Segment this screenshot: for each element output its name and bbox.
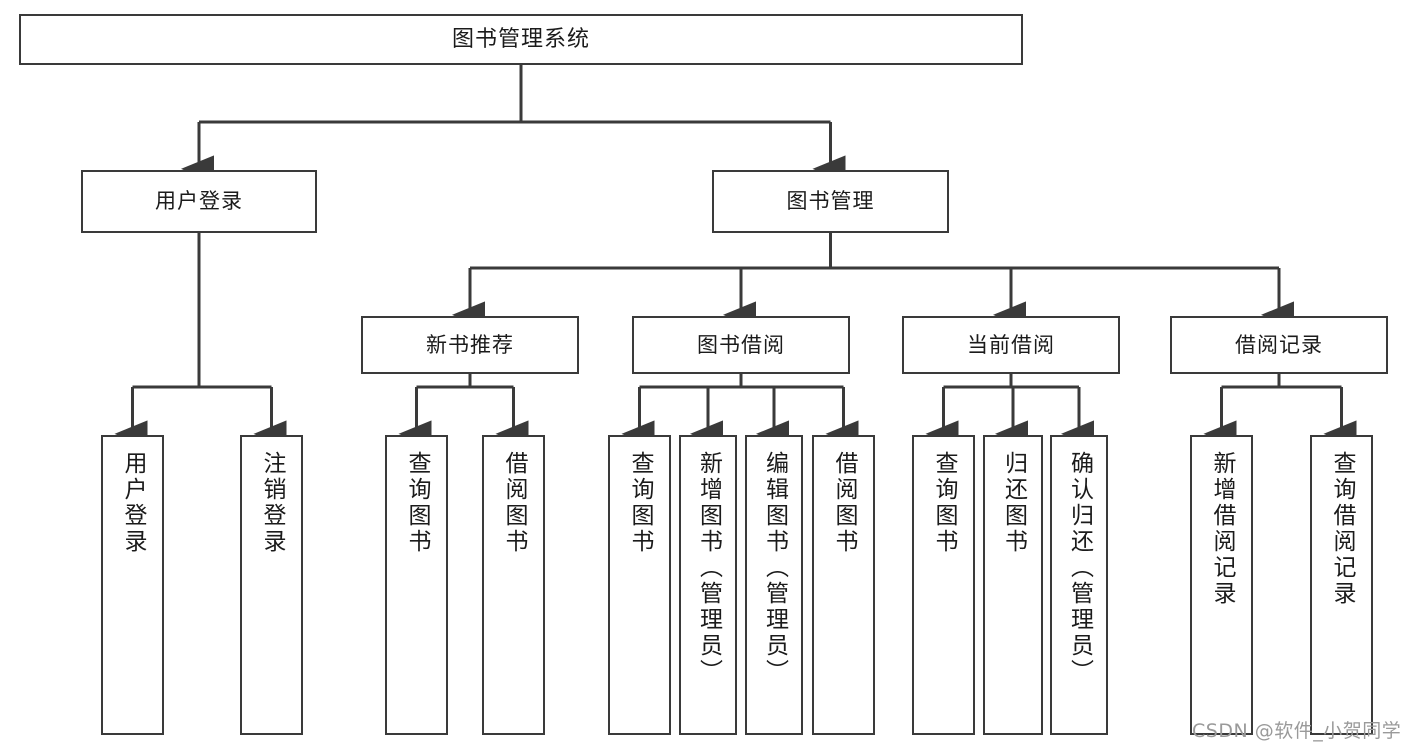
leaf-query-book-borrow[interactable]: 查询图书 <box>608 435 671 735</box>
leaf-add-book-admin[interactable]: 新增图书（管理员） <box>679 435 737 735</box>
node-current-borrow[interactable]: 当前借阅 <box>902 316 1120 374</box>
leaf-add-borrow-record[interactable]: 新增借阅记录 <box>1190 435 1253 735</box>
node-label: 归还图书 <box>1000 451 1027 555</box>
node-label: 确认归还（管理员） <box>1066 451 1093 685</box>
node-label: 新增图书（管理员） <box>695 451 722 685</box>
node-label: 新书推荐 <box>426 332 514 357</box>
node-root[interactable]: 图书管理系统 <box>19 14 1023 65</box>
node-label: 编辑图书（管理员） <box>761 451 788 685</box>
node-label: 用户登录 <box>120 451 146 555</box>
node-label: 用户登录 <box>155 189 243 214</box>
leaf-return-book[interactable]: 归还图书 <box>983 435 1043 735</box>
node-label: 借阅记录 <box>1235 332 1323 357</box>
node-label: 注销登录 <box>259 451 285 555</box>
leaf-edit-book-admin[interactable]: 编辑图书（管理员） <box>745 435 803 735</box>
node-label: 图书管理 <box>786 189 875 214</box>
node-label: 借阅图书 <box>501 451 527 555</box>
node-label: 查询图书 <box>627 451 653 555</box>
node-label: 新增借阅记录 <box>1209 451 1235 607</box>
leaf-query-borrow-record[interactable]: 查询借阅记录 <box>1310 435 1373 735</box>
node-label: 查询图书 <box>404 451 430 555</box>
leaf-borrow-book-borrow[interactable]: 借阅图书 <box>812 435 875 735</box>
watermark-text: CSDN @软件_小贺同学 <box>1192 720 1402 742</box>
leaf-logout[interactable]: 注销登录 <box>240 435 303 735</box>
node-label: 查询图书 <box>931 451 957 555</box>
node-label: 图书借阅 <box>697 332 785 357</box>
leaf-confirm-return-admin[interactable]: 确认归还（管理员） <box>1050 435 1108 735</box>
node-label: 图书管理系统 <box>451 26 590 52</box>
node-book-borrow[interactable]: 图书借阅 <box>632 316 850 374</box>
leaf-query-book-recommend[interactable]: 查询图书 <box>385 435 448 735</box>
node-borrow-record[interactable]: 借阅记录 <box>1170 316 1388 374</box>
node-new-book-recommend[interactable]: 新书推荐 <box>361 316 579 374</box>
leaf-user-login[interactable]: 用户登录 <box>101 435 164 735</box>
node-label: 当前借阅 <box>967 332 1055 357</box>
leaf-borrow-book-recommend[interactable]: 借阅图书 <box>482 435 545 735</box>
node-label: 查询借阅记录 <box>1329 451 1355 607</box>
leaf-query-book-current[interactable]: 查询图书 <box>912 435 975 735</box>
node-book-manage[interactable]: 图书管理 <box>712 170 949 233</box>
node-label: 借阅图书 <box>831 451 857 555</box>
node-user-login[interactable]: 用户登录 <box>81 170 317 233</box>
